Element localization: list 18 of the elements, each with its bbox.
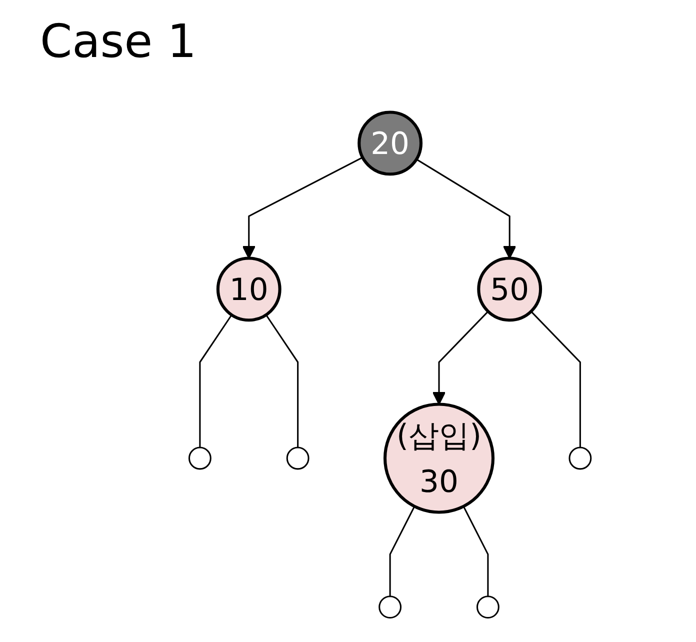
connector	[265, 314, 299, 448]
node-circle	[476, 596, 500, 619]
diagram-title: Case 1	[40, 14, 196, 70]
node-circle: 10	[216, 256, 282, 322]
arrow	[432, 310, 489, 405]
arrow	[416, 158, 516, 259]
connector	[389, 506, 416, 596]
node-circle: 50	[477, 256, 542, 322]
connector	[199, 314, 232, 448]
arrow	[242, 156, 363, 259]
node-circle: 20	[358, 110, 422, 176]
node-circle	[286, 446, 310, 470]
connector	[530, 310, 581, 448]
node-circle: (삽입) 30	[383, 402, 494, 514]
node-circle	[378, 596, 402, 619]
node-circle	[568, 446, 592, 470]
connector	[462, 506, 489, 596]
node-circle	[188, 446, 212, 470]
